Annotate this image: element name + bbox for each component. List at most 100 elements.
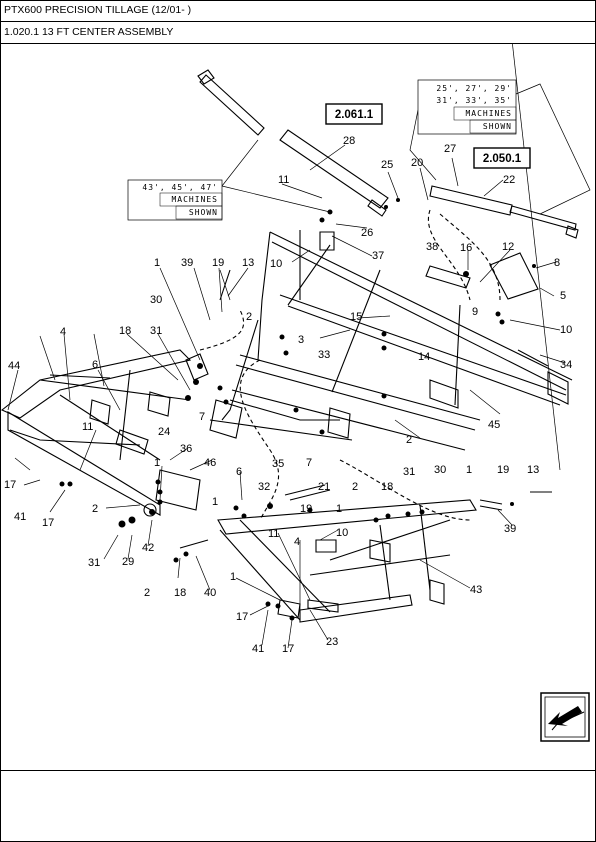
callout: 18 xyxy=(119,325,131,337)
callout: 19 xyxy=(497,464,509,476)
callout: 25 xyxy=(381,159,393,171)
callout: 17 xyxy=(4,479,16,491)
callout: 2 xyxy=(92,503,98,515)
callout: 12 xyxy=(502,241,514,253)
svg-text:2.050.1: 2.050.1 xyxy=(483,153,522,165)
callout: 4 xyxy=(60,326,66,338)
callout: 14 xyxy=(418,351,430,363)
note-right-machines: 25', 27', 29' 31', 33', 35' MACHINES SHO… xyxy=(417,79,517,135)
callout: 31 xyxy=(403,466,415,478)
callout: 22 xyxy=(503,174,515,186)
callout: 1 xyxy=(212,496,218,508)
callout: 15 xyxy=(350,311,362,323)
svg-text:2.061.1: 2.061.1 xyxy=(335,109,374,121)
callout: 30 xyxy=(434,464,446,476)
hardware-fasteners xyxy=(59,198,536,621)
callout: 17 xyxy=(42,517,54,529)
callout: 20 xyxy=(411,157,423,169)
svg-text:SHOWN: SHOWN xyxy=(189,208,218,217)
callout: 45 xyxy=(488,419,500,431)
callout: 17 xyxy=(282,643,294,655)
callout: 10 xyxy=(270,258,282,270)
callout: 6 xyxy=(236,466,242,478)
svg-text:31', 33', 35': 31', 33', 35' xyxy=(436,96,512,105)
callout: 31 xyxy=(88,557,100,569)
callout: 10 xyxy=(560,324,572,336)
callout-labels: 28 25 20 27 22 11 26 37 38 16 12 8 5 10 … xyxy=(4,135,572,655)
callout: 2 xyxy=(352,481,358,493)
callout: 2 xyxy=(246,311,252,323)
callout: 1 xyxy=(154,257,160,269)
callout: 36 xyxy=(180,443,192,455)
svg-text:MACHINES: MACHINES xyxy=(171,195,218,204)
callout: 28 xyxy=(343,135,355,147)
next-page-arrow-icon[interactable] xyxy=(540,692,590,742)
svg-text:25', 27', 29': 25', 27', 29' xyxy=(436,84,512,93)
callout: 33 xyxy=(318,349,330,361)
callout: 35 xyxy=(272,458,284,470)
callout: 46 xyxy=(204,457,216,469)
section-title: 1.020.1 13 FT CENTER ASSEMBLY xyxy=(0,22,596,44)
callout: 1 xyxy=(230,571,236,583)
callout: 43 xyxy=(470,584,482,596)
callout: 31 xyxy=(150,325,162,337)
callout: 37 xyxy=(372,250,384,262)
callout: 5 xyxy=(560,290,566,302)
reference-box-2050[interactable]: 2.050.1 xyxy=(473,147,531,169)
callout: 30 xyxy=(150,294,162,306)
callout: 21 xyxy=(318,481,330,493)
callout: 10 xyxy=(336,527,348,539)
callout: 41 xyxy=(14,511,26,523)
callout: 8 xyxy=(554,257,560,269)
hydraulic-cylinder-22 xyxy=(429,185,579,239)
callout: 4 xyxy=(294,536,300,548)
callout: 27 xyxy=(444,143,456,155)
callout: 19 xyxy=(300,503,312,515)
callout: 1 xyxy=(336,503,342,515)
parts-diagram: 2.061.1 2.050.1 43', 45', 47' MACHINES S… xyxy=(0,44,591,742)
callout: 41 xyxy=(252,643,264,655)
callout: 24 xyxy=(158,426,170,438)
svg-text:43', 45', 47': 43', 45', 47' xyxy=(142,183,218,192)
callout: 13 xyxy=(527,464,539,476)
callout: 38 xyxy=(426,241,438,253)
svg-text:SHOWN: SHOWN xyxy=(483,122,512,131)
footer-divider xyxy=(0,770,596,771)
callout: 13 xyxy=(242,257,254,269)
callout: 39 xyxy=(181,257,193,269)
callout: 40 xyxy=(204,587,216,599)
hydraulic-cylinder-28 xyxy=(197,69,389,217)
callout: 2 xyxy=(144,587,150,599)
callout: 9 xyxy=(472,306,478,318)
left-wing-frame xyxy=(0,349,209,517)
callout: 19 xyxy=(212,257,224,269)
callout: 23 xyxy=(326,636,338,648)
callout: 2 xyxy=(406,434,412,446)
callout: 11 xyxy=(82,421,93,433)
callout: 18 xyxy=(174,587,186,599)
callout: 34 xyxy=(560,359,572,371)
callout: 17 xyxy=(236,611,248,623)
callout: 11 xyxy=(268,528,279,540)
callout: 7 xyxy=(306,457,312,469)
callout: 11 xyxy=(278,174,289,186)
callout: 39 xyxy=(504,523,516,535)
callout: 7 xyxy=(199,411,205,423)
svg-text:MACHINES: MACHINES xyxy=(465,109,512,118)
callout: 42 xyxy=(142,542,154,554)
callout: 3 xyxy=(298,334,304,346)
right-wing-frame xyxy=(217,499,477,623)
callout: 6 xyxy=(92,359,98,371)
callout: 16 xyxy=(460,242,472,254)
reference-box-2061[interactable]: 2.061.1 xyxy=(325,103,383,125)
note-left-machines: 43', 45', 47' MACHINES SHOWN xyxy=(127,179,223,221)
center-frame xyxy=(209,319,481,451)
callout: 1 xyxy=(154,457,160,469)
callout: 32 xyxy=(258,481,270,493)
rear-frame xyxy=(257,230,573,406)
callout: 26 xyxy=(361,227,373,239)
callout: 29 xyxy=(122,556,134,568)
document-title: PTX600 PRECISION TILLAGE (12/01- ) xyxy=(0,0,596,22)
callout: 44 xyxy=(8,360,20,372)
callout: 18 xyxy=(381,481,393,493)
